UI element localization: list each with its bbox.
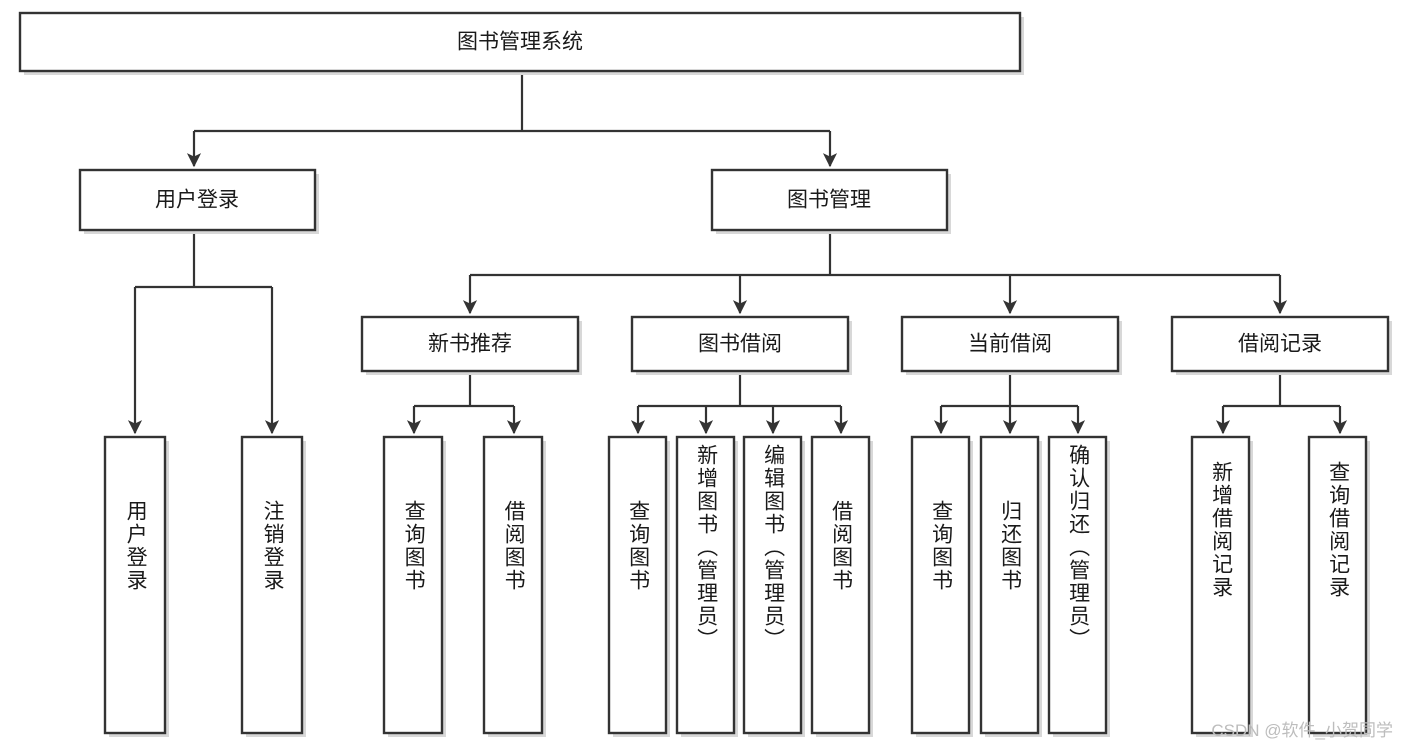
node-root[interactable]: 图书管理系统 [18, 11, 1024, 75]
edge-user-login-bus [135, 234, 272, 289]
node-user-login[interactable]: 用户登录 [78, 168, 319, 234]
node-borrow-record-label: 借阅记录 [1238, 333, 1322, 356]
node-leaf-query-book-1[interactable] [382, 435, 446, 737]
node-book-borrow[interactable]: 图书借阅 [630, 315, 852, 375]
edge-nbr-bus [414, 375, 514, 408]
node-leaf-confirm-return[interactable] [1047, 435, 1110, 737]
edge-cb-bus [941, 375, 1078, 408]
node-new-book-recommend[interactable]: 新书推荐 [360, 315, 582, 375]
edge-book-management-bus [470, 234, 1280, 277]
edges-layer [127, 75, 1348, 435]
node-current-borrow[interactable]: 当前借阅 [900, 315, 1122, 375]
node-book-management-label: 图书管理 [787, 189, 871, 212]
node-leaf-add-record[interactable] [1190, 435, 1253, 737]
node-borrow-record[interactable]: 借阅记录 [1170, 315, 1392, 375]
node-leaf-return-book[interactable] [979, 435, 1042, 737]
node-new-book-recommend-label: 新书推荐 [428, 333, 512, 356]
node-book-management[interactable]: 图书管理 [710, 168, 951, 234]
node-leaf-logout-login[interactable] [240, 435, 306, 737]
node-leaf-edit-book[interactable] [742, 435, 805, 737]
edge-root-bus [194, 75, 830, 133]
node-book-borrow-label: 图书借阅 [698, 333, 782, 356]
node-leaf-query-record[interactable] [1307, 435, 1370, 737]
csdn-watermark: CSDN @软件_小贺同学 [1211, 721, 1393, 740]
node-leaf-borrow-book-2[interactable] [810, 435, 873, 737]
edge-br-bus [1223, 375, 1340, 408]
node-leaf-query-book-2[interactable] [607, 435, 670, 737]
node-user-login-label: 用户登录 [155, 189, 239, 212]
node-leaf-user-login[interactable] [103, 435, 169, 737]
node-root-label: 图书管理系统 [457, 31, 583, 54]
node-current-borrow-label: 当前借阅 [968, 333, 1052, 356]
node-leaf-add-book[interactable] [675, 435, 738, 737]
edge-bb-bus [638, 375, 841, 408]
node-leaf-borrow-book-1[interactable] [482, 435, 546, 737]
nodes-layer: 图书管理系统 用户登录 图书管理 新书推荐 [18, 11, 1392, 737]
node-leaf-query-book-3[interactable] [910, 435, 973, 737]
